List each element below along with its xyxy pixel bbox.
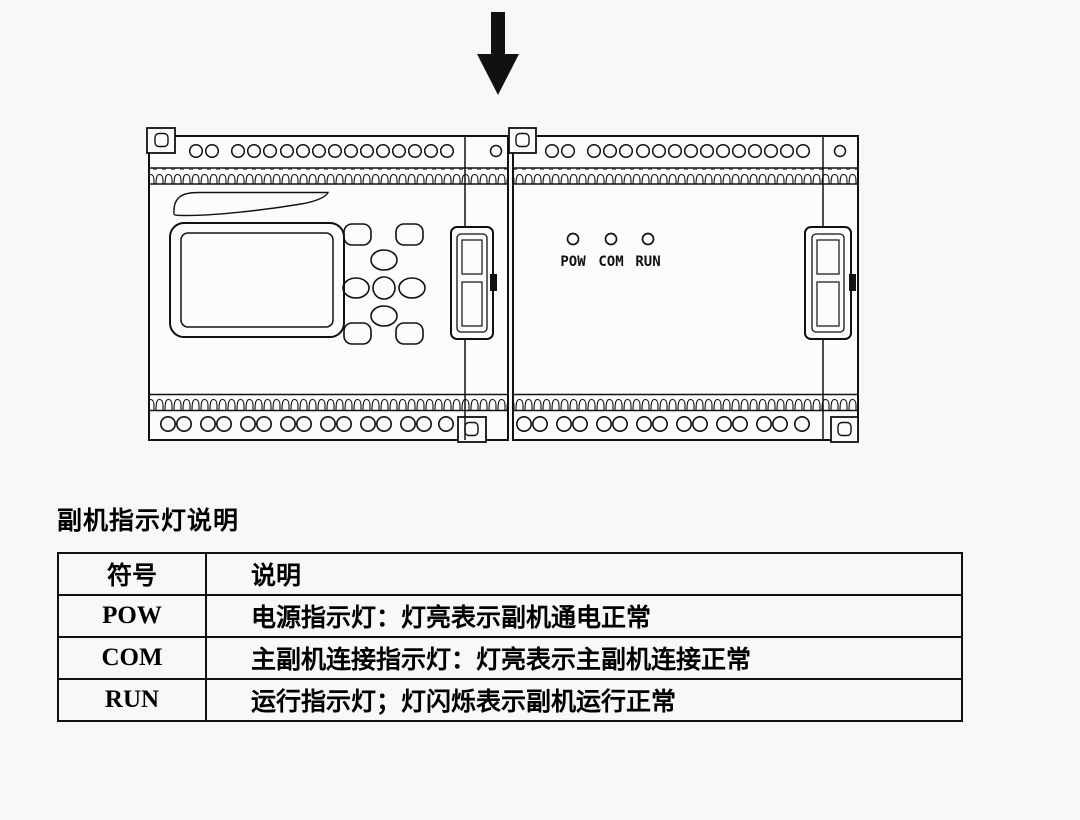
port-notch (849, 274, 856, 291)
master-module (146, 127, 509, 443)
hatch-band-top-master (149, 168, 508, 184)
table-row-com: COM 主副机连接指示灯：灯亮表示主副机连接正常 (57, 636, 963, 680)
terminal-row-top-master (188, 143, 503, 159)
power-led-label: POW (560, 254, 586, 270)
description-cell: 电源指示灯：灯亮表示副机通电正常 (205, 594, 963, 638)
button-cluster (342, 223, 426, 345)
indicator-table: 符号 说明 POW 电源指示灯：灯亮表示副机通电正常 COM 主副机连接指示灯：… (57, 552, 963, 722)
table-row-pow: POW 电源指示灯：灯亮表示副机通电正常 (57, 594, 963, 638)
hatch-band-bottom-slave (513, 395, 858, 410)
status-leds: POW COM RUN (560, 232, 661, 270)
expansion-port-master (450, 226, 497, 340)
terminal-row-bottom-master (160, 415, 454, 432)
mounting-tab-bottom-left-module (457, 416, 487, 443)
function-button-top-left[interactable] (343, 223, 372, 246)
power-led (566, 232, 580, 246)
table-row-run: RUN 运行指示灯；灯闪烁表示副机运行正常 (57, 678, 963, 722)
nav-button-left[interactable] (342, 277, 370, 299)
lcd-screen (169, 222, 345, 338)
description-cell: 主副机连接指示灯：灯亮表示主副机连接正常 (205, 636, 963, 680)
nav-button-right[interactable] (398, 277, 426, 299)
header-symbol: 符号 (57, 552, 207, 596)
run-led (641, 232, 655, 246)
symbol-cell: POW (57, 594, 207, 638)
mounting-tab-bottom-slave (830, 416, 859, 443)
expansion-port-slave (804, 226, 856, 340)
mounting-tab-top-left (146, 127, 176, 154)
nav-button-center[interactable] (372, 276, 396, 300)
function-button-top-right[interactable] (395, 223, 424, 246)
section-title: 副机指示灯说明 (57, 508, 240, 535)
function-button-bottom-right[interactable] (395, 322, 424, 345)
nav-button-up[interactable] (370, 249, 398, 271)
port-notch (490, 274, 497, 291)
symbol-cell: COM (57, 636, 207, 680)
symbol-cell: RUN (57, 678, 207, 722)
down-arrow-icon (477, 12, 519, 95)
com-led (604, 232, 618, 246)
case-swoosh-detail (173, 191, 330, 217)
mounting-tab-top-slave (508, 127, 537, 154)
plc-device-diagram: POW COM RUN (146, 127, 859, 443)
hatch-band-bottom-master (149, 395, 508, 410)
hatch-band-top-slave (513, 168, 858, 184)
terminal-row-top-slave (544, 143, 847, 159)
header-description: 说明 (205, 552, 963, 596)
slave-module: POW COM RUN (508, 127, 859, 443)
description-cell: 运行指示灯；灯闪烁表示副机运行正常 (205, 678, 963, 722)
com-led-label: COM (598, 254, 623, 270)
terminal-row-bottom-slave (515, 415, 810, 432)
table-header-row: 符号 说明 (57, 552, 963, 596)
nav-button-down[interactable] (370, 305, 398, 327)
run-led-label: RUN (635, 254, 660, 270)
function-button-bottom-left[interactable] (343, 322, 372, 345)
